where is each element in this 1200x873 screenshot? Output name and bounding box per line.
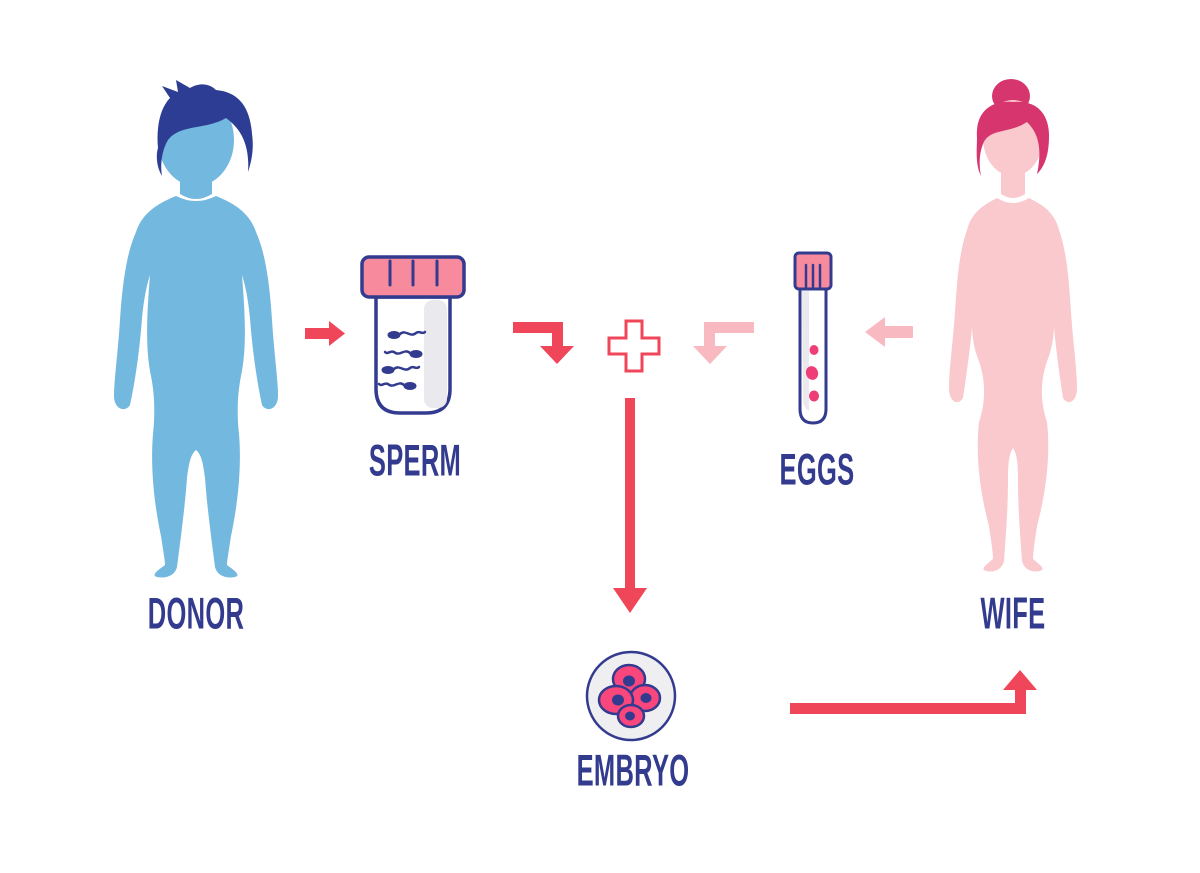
- embryo-icon: [585, 650, 677, 742]
- arrow-elbow-up-red-icon: [790, 670, 1037, 714]
- arrow-right-icon: [305, 321, 345, 346]
- wife-label: WIFE: [980, 588, 1046, 639]
- embryo-label: EMBRYO: [576, 745, 690, 796]
- eggs-tube-icon: [793, 251, 833, 431]
- sperm-jar-icon: [358, 255, 468, 417]
- donor-figure: [104, 78, 288, 583]
- sperm-label: SPERM: [368, 435, 462, 486]
- arrow-elbow-down-pale-icon: [690, 322, 754, 364]
- donor-label: DONOR: [147, 588, 245, 639]
- female-silhouette-icon: [949, 79, 1077, 572]
- arrow-left-pale-icon: [865, 317, 913, 347]
- arrow-elbow-down-red-icon: [513, 322, 574, 364]
- male-silhouette-icon: [114, 80, 278, 578]
- wife-figure: [935, 74, 1095, 579]
- arrow-down-long-icon: [613, 398, 647, 613]
- eggs-label: EGGS: [779, 444, 855, 495]
- plus-icon: [607, 319, 661, 373]
